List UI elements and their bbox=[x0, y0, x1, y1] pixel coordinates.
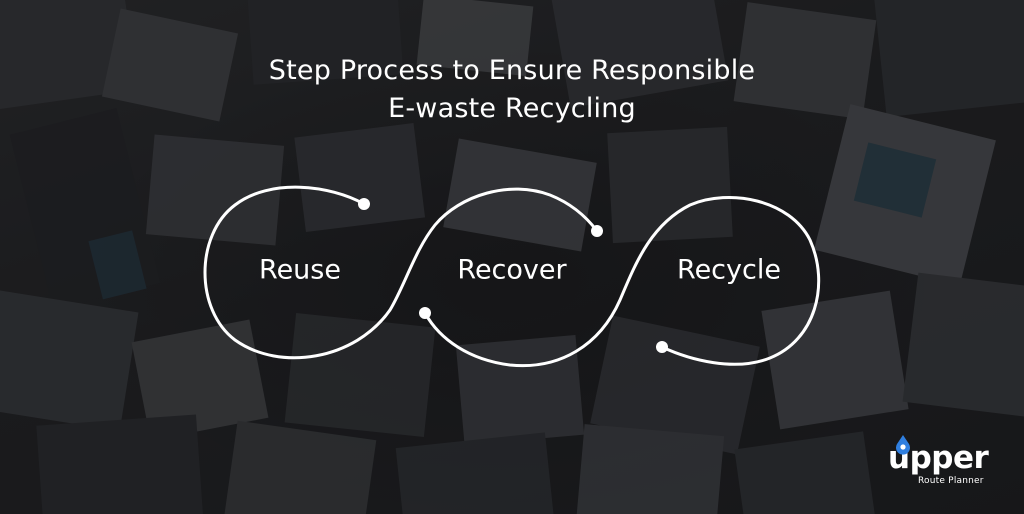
upper-logo: upper Route Planner bbox=[888, 435, 998, 496]
recycle-end-dot bbox=[656, 341, 668, 353]
title-line-1: Step Process to Ensure Responsible bbox=[268, 55, 756, 86]
step-label-recycle: Recycle bbox=[677, 254, 781, 286]
recover-top-dot bbox=[591, 225, 603, 237]
reuse-loop-path bbox=[203, 185, 599, 360]
location-pin-icon bbox=[896, 435, 910, 455]
page-title: Step Process to Ensure Responsible E-was… bbox=[0, 52, 1024, 128]
title-line-2: E-waste Recycling bbox=[388, 93, 636, 124]
recover-bottom-dot bbox=[419, 307, 431, 319]
recover-loop-path bbox=[423, 196, 821, 368]
reuse-start-dot bbox=[358, 198, 370, 210]
logo-tagline: Route Planner bbox=[918, 476, 984, 486]
step-label-recover: Recover bbox=[457, 254, 567, 286]
step-label-reuse: Reuse bbox=[259, 254, 341, 286]
